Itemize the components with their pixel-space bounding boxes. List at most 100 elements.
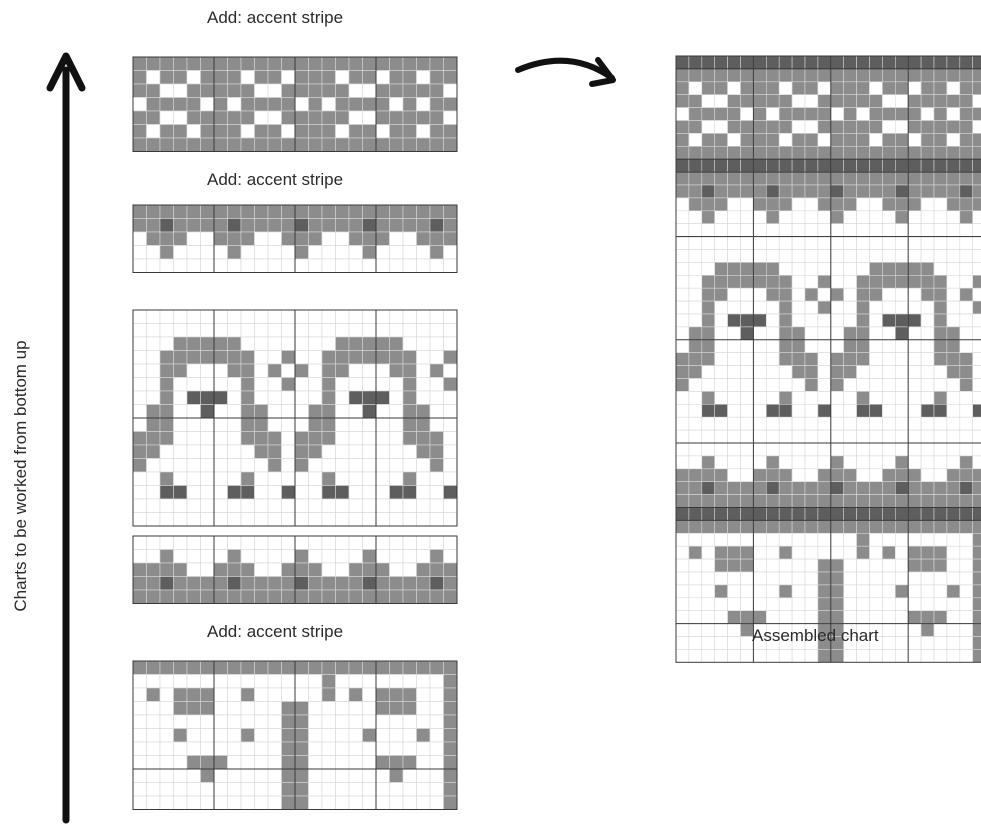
assembled-bear-band-stitch [688, 520, 703, 534]
assembled-penguin-band-stitch [701, 339, 715, 353]
penguin-band-stitch [321, 431, 336, 446]
assembled-penguin-band-stitch [727, 300, 741, 315]
assembled-dot-band-lower-stitch [882, 468, 896, 482]
dot-band-lower-stitch [200, 562, 215, 577]
dot-band-upper-stitch [281, 218, 296, 233]
bear-band-stitch [132, 674, 147, 689]
penguin-band-stitch [402, 417, 417, 432]
assembled-bear-band-stitch [714, 571, 728, 586]
assembled-penguin-band-stitch [946, 313, 961, 328]
assembled-penguin-band-stitch [804, 287, 819, 302]
assembled-penguin-band-stitch [933, 249, 948, 263]
assembled-penguin-band-stitch [959, 287, 973, 302]
snowflake-band-stitch [173, 97, 188, 112]
snowflake-band-stitch [389, 97, 404, 112]
dot-band-upper-stitch [443, 204, 458, 219]
assembled-dot-band-upper-stitch [959, 223, 973, 237]
assembled-penguin-band-stitch [688, 236, 703, 250]
assembled-bear-band-stitch [933, 649, 948, 663]
assembled-snowflake-band-stitch [907, 120, 922, 134]
assembled-snowflake-band-stitch [804, 146, 819, 160]
snowflake-band-stitch [227, 124, 242, 139]
assembled-snowflake-band-stitch [714, 68, 728, 83]
assembled-penguin-band-stitch [843, 274, 857, 289]
assembled-dot-band-upper-stitch [959, 171, 973, 186]
penguin-band-stitch [159, 390, 174, 405]
assembled-penguin-band-stitch [791, 416, 806, 431]
assembled-dot-band-upper-stitch [894, 184, 909, 199]
snowflake-band-stitch [240, 110, 255, 125]
penguin-band-stitch [429, 444, 444, 459]
bear-band-stitch [227, 795, 242, 810]
penguin-band-stitch [267, 350, 282, 365]
assembled-snowflake-band-stitch [830, 146, 844, 160]
assembled-penguin-band-stitch [972, 274, 981, 289]
assembled-penguin-band-stitch [843, 416, 857, 431]
snowflake-band-stitch [146, 137, 161, 152]
assembled-dot-band-lower-stitch [753, 494, 767, 508]
bear-band-stitch [240, 660, 255, 675]
penguin-band-stitch [389, 417, 404, 432]
dot-band-lower-stitch [348, 562, 363, 577]
bear-band-stitch [281, 768, 296, 783]
penguin-band-stitch [173, 323, 188, 338]
assembled-dot-band-lower-stitch [791, 468, 806, 482]
assembled-bear-band-stitch [804, 649, 819, 663]
dot-band-lower-stitch [267, 562, 282, 577]
assembled-bear-band-stitch [753, 520, 767, 534]
assembled-accent-stitch [804, 55, 819, 70]
penguin-band-stitch [254, 498, 269, 513]
dot-band-lower-stitch [267, 535, 282, 550]
assembled-penguin-band-stitch [933, 391, 948, 405]
dot-band-upper-stitch [254, 218, 269, 233]
bear-band-stitch [443, 674, 458, 689]
assembled-bear-band-stitch [701, 636, 715, 650]
assembled-dot-band-upper-stitch [778, 171, 793, 186]
penguin-band-stitch [200, 417, 215, 432]
assembled-dot-band-lower-stitch [804, 468, 819, 482]
assembled-penguin-band-stitch [778, 403, 793, 418]
dot-band-upper-stitch [402, 231, 417, 246]
bear-band-stitch [308, 755, 323, 770]
bear-band-stitch [200, 660, 215, 675]
dot-band-upper-stitch [375, 258, 390, 273]
assembled-snowflake-band-stitch [894, 120, 909, 134]
assembled-dot-band-upper-stitch [701, 184, 715, 199]
assembled-penguin-band-stitch [714, 429, 728, 444]
bear-band-stitch [429, 728, 444, 743]
assembled-penguin-band-stitch [791, 313, 806, 328]
snowflake-band-stitch [348, 110, 363, 125]
penguin-band-stitch [416, 404, 431, 419]
penguin-band-stitch [308, 431, 323, 446]
dot-band-lower-stitch [240, 562, 255, 577]
assembled-dot-band-upper-stitch [946, 223, 961, 237]
assembled-bear-band-stitch [933, 636, 948, 650]
assembled-penguin-band-stitch [972, 403, 981, 418]
assembled-accent-stitch [727, 507, 741, 521]
dot-band-lower-stitch [132, 576, 147, 591]
snowflake-band-stitch [159, 137, 174, 152]
penguin-band-stitch [227, 498, 242, 513]
assembled-penguin-band-stitch [894, 403, 909, 418]
assembled-dot-band-upper-stitch [778, 223, 793, 237]
snowflake-band-stitch [362, 97, 377, 112]
assembled-dot-band-lower-stitch [765, 481, 780, 495]
assembled-dot-band-upper-stitch [804, 197, 819, 212]
assembled-dot-band-upper-stitch [791, 197, 806, 212]
bear-band-stitch [159, 795, 174, 810]
dot-band-upper-stitch [402, 258, 417, 273]
assembled-penguin-band-stitch [778, 429, 793, 444]
assembled-snowflake-band-stitch [817, 68, 832, 83]
bear-band-stitch [146, 795, 161, 810]
dot-band-upper-stitch [321, 204, 336, 219]
assembled-dot-band-upper-stitch [804, 171, 819, 186]
assembled-penguin-band-stitch [675, 326, 690, 341]
assembled-snowflake-band-stitch [869, 81, 883, 96]
snowflake-band-stitch [213, 97, 228, 112]
dot-band-lower-stitch [146, 589, 161, 604]
bear-band-stitch [240, 795, 255, 810]
assembled-penguin-band-stitch [804, 365, 819, 379]
assembled-bear-band-stitch [740, 545, 754, 560]
penguin-band-stitch [308, 471, 323, 486]
assembled-snowflake-band-stitch [727, 68, 741, 83]
